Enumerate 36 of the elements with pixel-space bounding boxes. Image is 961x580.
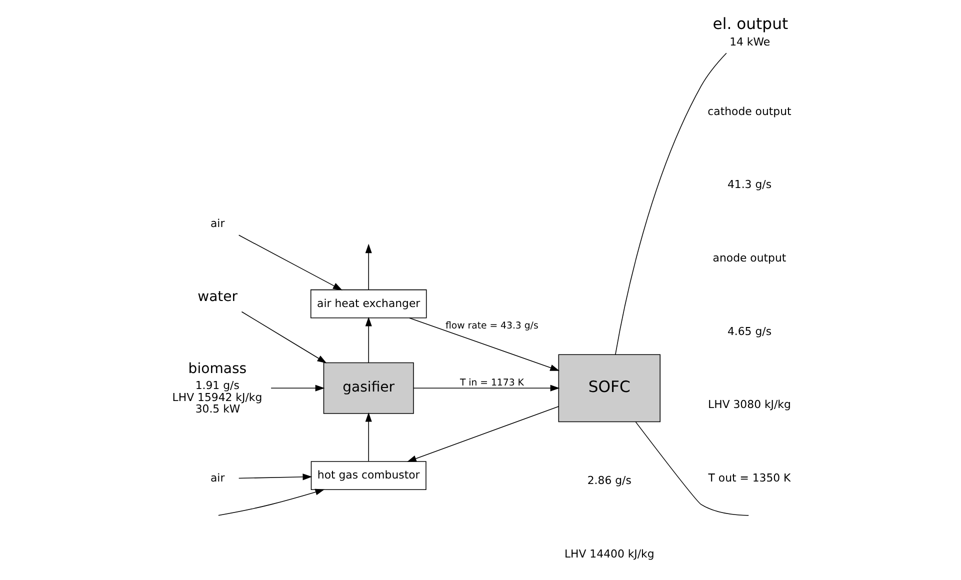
arrow — [240, 311, 326, 364]
connector — [634, 422, 748, 516]
label: cathode output — [707, 104, 791, 118]
connector — [614, 52, 726, 355]
node-text: air — [210, 472, 224, 485]
arrow — [364, 316, 372, 363]
node-label: 30.5 kW — [194, 402, 240, 416]
label: LHV 3080 kJ/kg — [708, 398, 790, 412]
node-box: gasifier — [322, 362, 414, 414]
node-box: SOFC — [558, 354, 660, 422]
arrow — [218, 488, 324, 516]
node-label: 14 kWe — [729, 36, 770, 49]
arrow — [408, 318, 560, 371]
edge-label: T in = 1173 K — [459, 377, 524, 388]
label: LHV 14400 kJ/kg — [564, 547, 654, 560]
arrow — [364, 412, 372, 462]
node-text: biomass — [188, 360, 246, 377]
arrow — [270, 384, 324, 392]
arrow — [412, 384, 560, 392]
arrow — [364, 244, 372, 290]
arrow — [406, 406, 558, 462]
node-label: 1.91 g/s — [194, 379, 239, 392]
node-box: hot gas combustor — [310, 461, 426, 490]
node-text: el. output — [712, 15, 788, 34]
label: 2.86 g/s — [586, 474, 631, 487]
arrow — [238, 234, 342, 290]
label: anode output — [712, 251, 786, 264]
node-text: air — [210, 217, 224, 230]
edge-label: flow rate = 43.3 g/s — [445, 320, 538, 332]
arrow — [238, 474, 312, 480]
node-label: LHV 15942 kJ/kg — [172, 390, 262, 404]
node-text: water — [197, 289, 238, 306]
label: 4.65 g/s — [726, 324, 772, 338]
label: T out = 1350 K — [708, 472, 790, 485]
label: 41.3 g/s — [726, 178, 772, 192]
node-box: air heat exchanger — [310, 289, 426, 318]
